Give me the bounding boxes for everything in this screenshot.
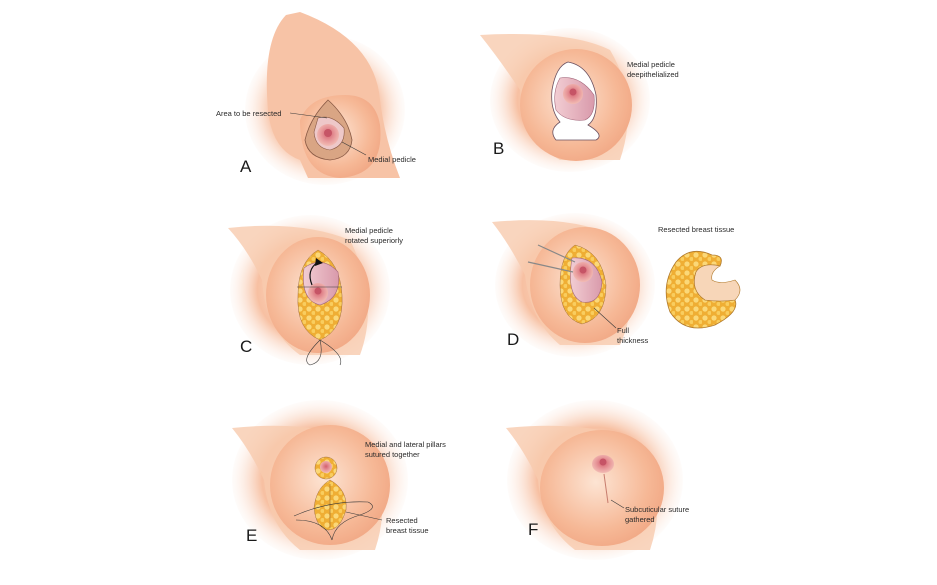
panel-d-retractor-2 xyxy=(527,261,574,273)
panel-a-leader-2 xyxy=(341,141,367,156)
panel-b-label-2: deepithelialized xyxy=(627,70,679,79)
panel-a: Area to be resected Medial pedicle A xyxy=(216,12,416,185)
panel-c-label-2: rotated superiorly xyxy=(345,236,403,245)
panel-d-specimen-cut xyxy=(694,264,741,302)
panel-c-arrow-head xyxy=(315,258,323,266)
panel-c-suture-1 xyxy=(306,339,322,366)
panel-a-letter: A xyxy=(240,157,252,176)
panel-f-leader-1 xyxy=(610,499,625,509)
panel-a-nipple xyxy=(324,129,332,137)
panel-d-retractor-1 xyxy=(537,244,576,263)
panel-b-label-1: Medial pedicle xyxy=(627,60,675,69)
panel-c-nipple xyxy=(314,287,322,295)
panel-e: Medial and lateral pillars sutured toget… xyxy=(232,400,446,560)
panel-e-label-1: Medial and lateral pillars xyxy=(365,440,446,449)
panel-e-label-3: Resected xyxy=(386,516,418,525)
panel-b: Medial pedicle deepithelialized B xyxy=(480,28,679,172)
panel-e-letter: E xyxy=(246,526,257,545)
panel-d: Full thickness D Resected breast tissue xyxy=(492,213,741,357)
panel-a-leader-1 xyxy=(289,112,328,119)
panel-f: Subcuticular suture gathered F xyxy=(506,400,689,560)
panel-f-nipple xyxy=(599,458,607,466)
panel-c-label-1: Medial pedicle xyxy=(345,226,393,235)
panel-e-areola xyxy=(320,461,332,473)
panel-f-breast xyxy=(540,430,664,546)
panel-a-label-2: Medial pedicle xyxy=(368,155,416,164)
panel-f-label-2: gathered xyxy=(625,515,655,524)
panel-a-label-1: Area to be resected xyxy=(216,109,281,118)
panel-f-incision xyxy=(603,473,609,504)
panel-f-label-1: Subcuticular suture xyxy=(625,505,689,514)
panel-e-label-2: sutured together xyxy=(365,450,420,459)
panel-d-nipple xyxy=(579,266,587,274)
panel-b-nipple xyxy=(569,88,577,96)
panel-e-label-4: breast tissue xyxy=(386,526,429,535)
panel-e-leader-1 xyxy=(345,511,383,521)
panel-c: Medial pedicle rotated superiorly C xyxy=(228,215,403,366)
panel-f-letter: F xyxy=(528,520,538,539)
panel-b-letter: B xyxy=(493,139,504,158)
panel-d-label-3: Resected breast tissue xyxy=(658,225,734,234)
panel-d-label-2: thickness xyxy=(617,336,649,345)
panel-d-label-1: Full xyxy=(617,326,629,335)
panel-d-letter: D xyxy=(507,330,519,349)
panel-d-leader-1 xyxy=(593,307,617,329)
panel-c-suture-2 xyxy=(319,339,342,366)
panel-c-letter: C xyxy=(240,337,252,356)
